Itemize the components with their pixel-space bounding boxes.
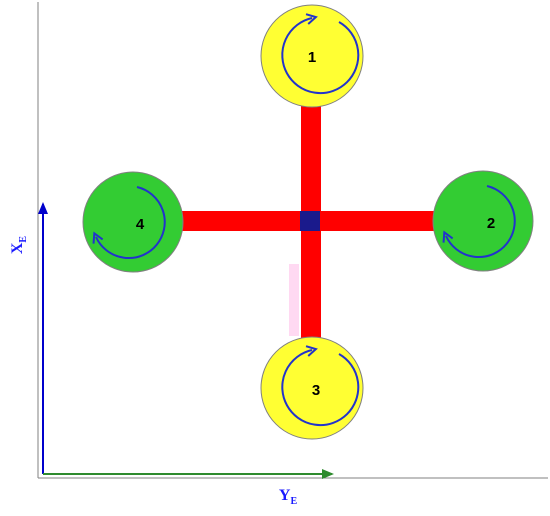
x-axis-letter: X — [9, 242, 26, 254]
y-axis-label: YE — [279, 487, 298, 507]
rotor-1-rotation-arrow — [281, 18, 360, 95]
rotor-3: 3 — [260, 336, 364, 440]
x-axis-subscript: E — [18, 236, 29, 243]
svg-text:YE: YE — [279, 487, 298, 507]
rotor-3-disk — [260, 336, 364, 440]
rotor-4-disk — [82, 171, 184, 273]
center-hub — [300, 211, 320, 231]
rotor-4-rotation-arrow — [96, 186, 166, 259]
rotor-3-rotation-arrow — [281, 350, 360, 427]
rotor-1: 1 — [260, 4, 364, 108]
x-axis-label: XE — [9, 236, 29, 255]
rotor-4: 4 — [82, 171, 184, 273]
shadow-patch — [289, 264, 299, 336]
rotor-4-label: 4 — [136, 216, 145, 233]
rotor-3-label: 3 — [312, 382, 320, 399]
rotor-1-disk — [260, 4, 364, 108]
rotor-2-disk — [432, 170, 534, 272]
rotor-2: 2 — [432, 170, 534, 272]
rotor-2-rotation-arrow — [446, 185, 516, 258]
y-axis-subscript: E — [290, 496, 297, 507]
svg-text:XE: XE — [9, 236, 29, 255]
y-axis-letter: Y — [279, 487, 291, 504]
rotor-2-label: 2 — [487, 215, 495, 232]
rotor-1-label: 1 — [308, 49, 316, 66]
